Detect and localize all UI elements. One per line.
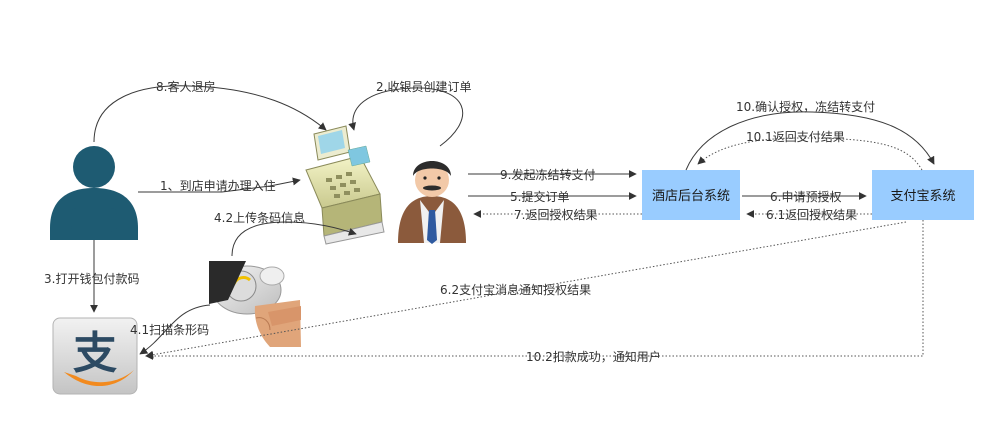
edge-label-9: 9.发起冻结转支付 (500, 167, 595, 182)
edge-label-1: 1、到店申请办理入住 (160, 178, 276, 193)
edge-label-4-2: 4.2上传条码信息 (214, 210, 305, 225)
edge-label-6-2: 6.2支付宝消息通知授权结果 (440, 282, 591, 297)
edge-label-6-1: 6.1返回授权结果 (766, 207, 857, 222)
edge-2 (348, 87, 464, 147)
alipay-logo-icon: 支 (52, 317, 138, 395)
edge-8 (93, 85, 327, 143)
alipay-system-box (872, 170, 974, 220)
edge-10-1 (697, 137, 923, 171)
hotel-system-label: 酒店后台系统 (652, 189, 730, 204)
cash-register-icon (305, 125, 385, 245)
edge-label-10-2: 10.2扣款成功，通知用户 (526, 349, 661, 364)
cashier-icon (398, 161, 466, 244)
hotel-system-box (642, 170, 740, 220)
alipay-logo-glyph: 支 (73, 328, 117, 379)
edge-label-4-1: 4.1扫描条形码 (130, 323, 209, 337)
edge-1 (138, 177, 301, 193)
edge-4-2 (231, 221, 357, 257)
edge-4-1 (139, 304, 211, 355)
edge-label-10-1: 10.1返回支付结果 (746, 130, 845, 144)
edge-6-2 (145, 221, 907, 359)
edge-label-3: 3.打开钱包付款码 (44, 271, 139, 286)
alipay-system-label: 支付宝系统 (890, 189, 955, 204)
barcode-scanner-icon (209, 261, 301, 347)
edge-label-8: 8.客人退房 (156, 79, 215, 94)
edge-label-2: 2.收银员创建订单 (376, 80, 471, 94)
person-icon (50, 146, 138, 240)
edge-label-5: 5.提交订单 (510, 189, 569, 204)
edge-label-7: 7.返回授权结果 (514, 207, 597, 222)
edge-10 (685, 111, 935, 171)
edge-label-6: 6.申请预授权 (770, 189, 841, 204)
edge-label-10: 10.确认授权，冻结转支付 (736, 99, 875, 114)
